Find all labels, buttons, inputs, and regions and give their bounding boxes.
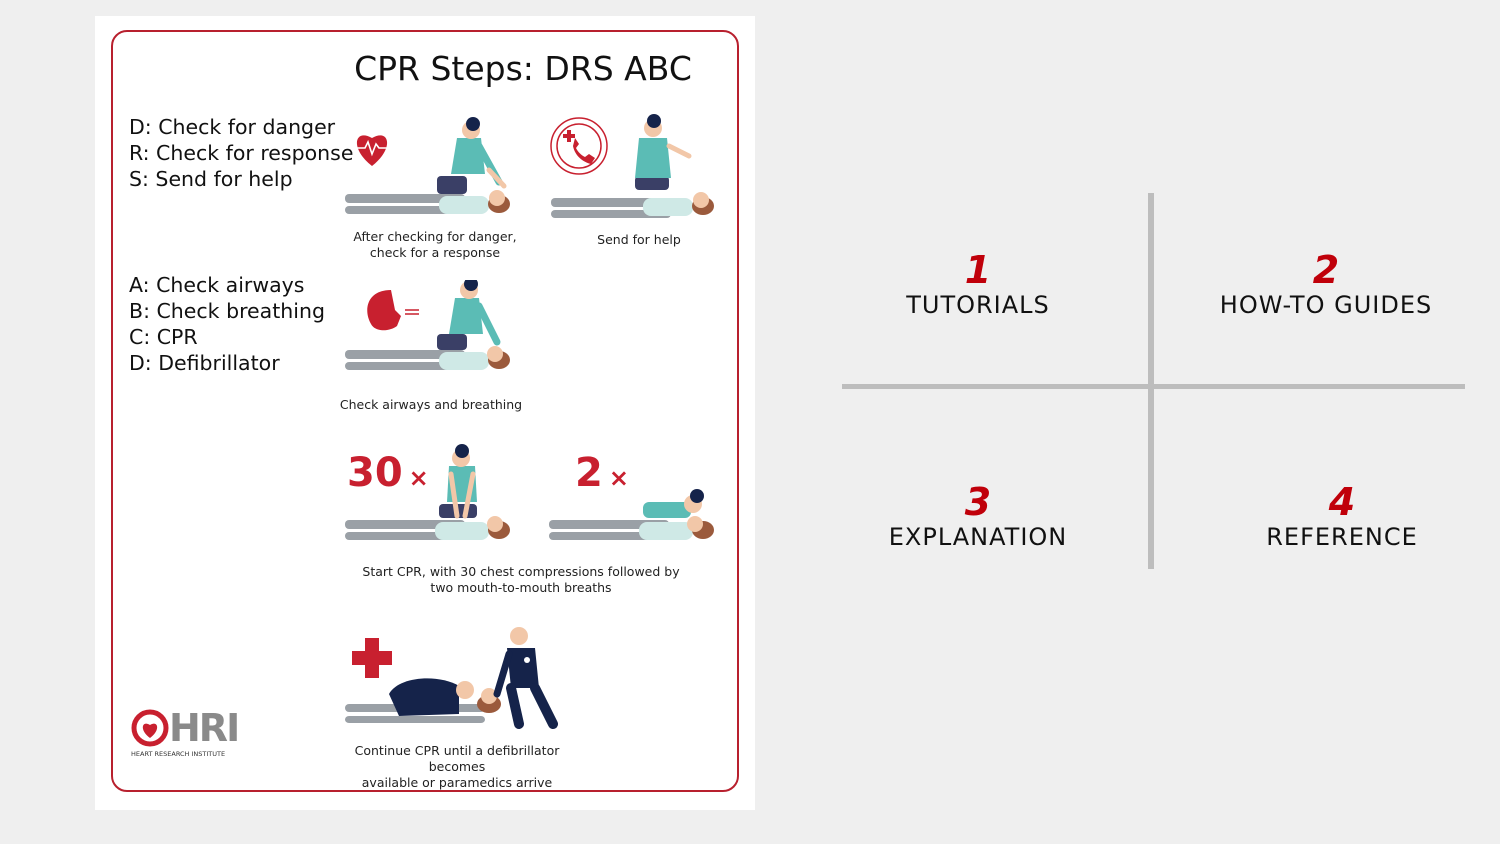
step-defibrillator: D: Defibrillator [129,351,280,375]
step-airways: A: Check airways [129,273,305,297]
cpr-poster: CPR Steps: DRS ABC D: Check for danger R… [95,16,755,810]
compressions-count: 30× [347,450,429,496]
face-breathing-icon [367,290,419,331]
rescue-breaths-illustration [549,489,714,540]
quadrant-number: 4 [1328,480,1356,524]
check-response-illustration [345,117,510,214]
breaths-count: 2× [575,450,629,496]
drs-steps-list: D: Check for danger R: Check for respons… [129,114,353,192]
quadrant-how-to-guides: 2 HOW-TO GUIDES [1186,250,1466,320]
heart-logo-icon [131,709,169,747]
quadrant-tutorials: 1 TUTORIALS [838,250,1118,320]
caption-start-cpr: Start CPR, with 30 chest compressions fo… [362,564,680,595]
poster-title: CPR Steps: DRS ABC [354,49,692,88]
step-send-help: S: Send for help [129,167,293,191]
quadrant-label: REFERENCE [1266,523,1418,551]
quadrant-explanation: 3 EXPLANATION [838,482,1118,552]
quadrant-number: 1 [964,248,992,292]
quadrant-number: 2 [1312,248,1340,292]
quadrant-vertical-divider [1148,193,1154,569]
phone-icon [550,117,608,175]
poster-border [111,30,739,792]
step-breathing: B: Check breathing [129,299,325,323]
quadrant-label: HOW-TO GUIDES [1219,291,1433,319]
abc-steps-list: A: Check airways B: Check breathing C: C… [129,272,325,376]
quadrant-label: TUTORIALS [906,291,1050,319]
paramedic-illustration [345,627,558,729]
chest-compressions-illustration [345,444,510,540]
send-help-illustration [550,114,714,218]
caption-send-help: Send for help [597,232,681,247]
step-response: R: Check for response [129,141,354,165]
step-cpr: C: CPR [129,325,198,349]
caption-check-airways: Check airways and breathing [339,397,523,412]
check-airways-illustration [345,280,510,370]
caption-check-response: After checking for danger, check for a r… [353,229,517,260]
hri-logo: HRI HEART RESEARCH INSTITUTE [131,706,240,758]
heart-icon [356,135,388,166]
quadrant-reference: 4 REFERENCE [1202,482,1482,552]
quadrant-horizontal-divider [842,384,1465,389]
red-cross-icon [352,638,392,678]
quadrant-number: 3 [964,480,992,524]
step-danger: D: Check for danger [129,115,336,139]
caption-continue-cpr: Continue CPR until a defibrillator becom… [354,743,560,790]
quadrant-label: EXPLANATION [888,523,1068,551]
